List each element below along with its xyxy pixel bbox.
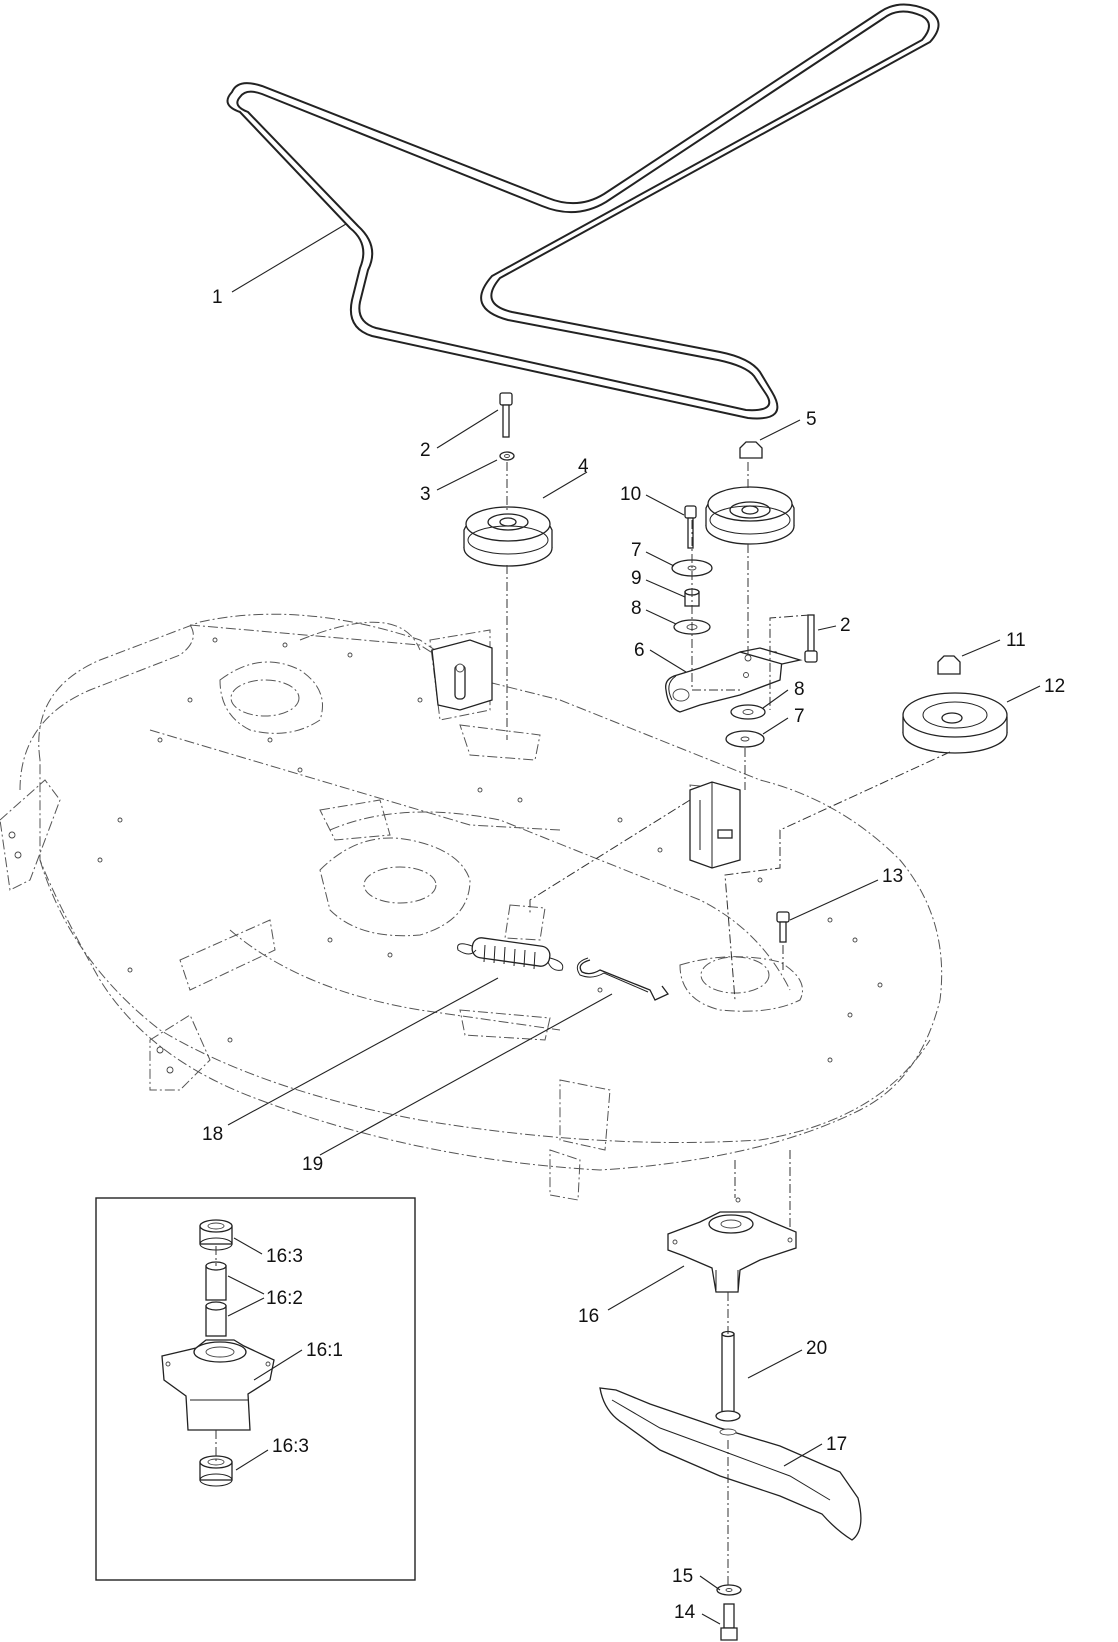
callout-7-upper: 7: [631, 540, 642, 561]
callout-12: 12: [1044, 676, 1065, 697]
inset-spindle-housing: [161, 1339, 275, 1431]
spindle-shaft: [715, 1330, 741, 1422]
callout-16-3-top: 16:3: [266, 1246, 303, 1267]
callout-14: 14: [674, 1602, 696, 1623]
spindle-housing: [667, 1197, 797, 1293]
callout-11: 11: [1006, 630, 1026, 651]
callout-2-bolt-right: 2: [840, 615, 851, 636]
inset-spacer-lower: [205, 1301, 227, 1337]
callout-7-lower: 7: [794, 706, 805, 727]
callout-17: 17: [826, 1434, 847, 1455]
washer-8-bottom: [730, 704, 766, 720]
nut-11: [937, 655, 961, 675]
callout-16-1: 16:1: [306, 1340, 343, 1361]
idler-arm: [665, 647, 803, 713]
callout-5: 5: [806, 409, 817, 430]
idler-mount-bracket: [689, 781, 741, 869]
callout-16-3-bottom: 16:3: [272, 1436, 309, 1457]
washer-7-bottom: [725, 730, 765, 748]
callout-16-2: 16:2: [266, 1288, 303, 1309]
callout-labels: 1 2 3 4 5 10 7 9 8 2 6 11 12 8 7 13 18 1…: [202, 287, 1065, 1623]
mower-deck: [0, 613, 943, 1201]
callout-20: 20: [806, 1338, 827, 1359]
callout-1: 1: [212, 287, 223, 308]
bolt-13: [776, 911, 790, 943]
callout-18: 18: [202, 1124, 223, 1145]
assembly-lines: [215, 462, 951, 1586]
callout-4: 4: [578, 456, 589, 477]
callout-19: 19: [302, 1154, 323, 1175]
callout-15: 15: [672, 1566, 693, 1587]
callout-8-upper: 8: [631, 598, 642, 619]
washer-left: [499, 451, 515, 461]
deck-holes: [8, 637, 883, 1074]
bolt-right: [804, 614, 818, 663]
callout-2-bolt-left: 2: [420, 440, 431, 461]
callout-10: 10: [620, 484, 641, 505]
callout-13: 13: [882, 866, 903, 887]
pulley-12: [902, 692, 1008, 754]
callout-9: 9: [631, 568, 642, 589]
bolt-10: [684, 505, 697, 549]
mower-blade: [599, 1387, 862, 1541]
spring-rod: [576, 957, 670, 1001]
callout-3: 3: [420, 484, 431, 505]
bolt-left: [499, 392, 513, 438]
idler-pulley-right: [705, 486, 795, 545]
callout-8-lower: 8: [794, 679, 805, 700]
nut-top-right: [739, 441, 763, 459]
leader-lines: [227, 223, 1041, 1625]
drive-belt: [226, 3, 940, 420]
extension-spring: [457, 937, 564, 971]
callout-6: 6: [634, 640, 645, 661]
inset-spacer-upper: [205, 1261, 227, 1301]
tensioner-mount: [431, 639, 493, 711]
inset-bearing-bottom: [199, 1455, 233, 1487]
washer-15: [716, 1584, 742, 1596]
callout-16: 16: [578, 1306, 599, 1327]
idler-pulley-left: [463, 506, 553, 567]
inset-bearing-top: [199, 1219, 233, 1251]
bolt-14: [720, 1603, 738, 1641]
